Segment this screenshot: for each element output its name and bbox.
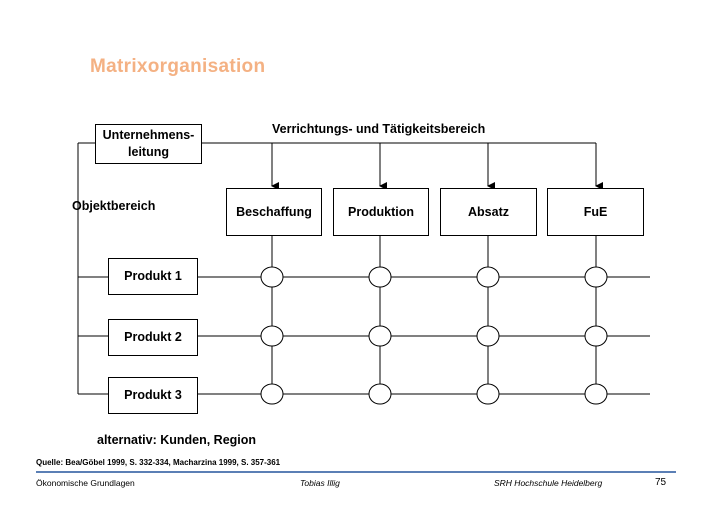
matrix-node-product-2-sales: [476, 325, 500, 347]
footer-school: SRH Hochschule Heidelberg: [494, 478, 603, 488]
function-box-production: Produktion: [333, 188, 429, 236]
product-box-3: Produkt 3: [108, 377, 198, 414]
matrix-node-product-2-procurement: [260, 325, 284, 347]
matrix-node-product-3-rnd: [584, 383, 608, 405]
matrix-node-product-1-rnd: [584, 266, 608, 288]
source-citation: Quelle: Bea/Göbel 1999, S. 332-334, Mach…: [36, 458, 281, 467]
matrix-node-product-2-production: [368, 325, 392, 347]
management-box: Unternehmens- leitung: [95, 124, 202, 164]
function-box-sales: Absatz: [440, 188, 537, 236]
function-box-rnd: FuE: [547, 188, 644, 236]
matrix-node-product-3-production: [368, 383, 392, 405]
function-area-label: Verrichtungs- und Tätigkeitsbereich: [272, 122, 486, 136]
matrix-node-product-2-rnd: [584, 325, 608, 347]
alternative-note: alternativ: Kunden, Region: [97, 433, 257, 447]
matrix-node-product-3-procurement: [260, 383, 284, 405]
matrix-node-product-1-procurement: [260, 266, 284, 288]
product-box-1: Produkt 1: [108, 258, 198, 295]
object-area-label: Objektbereich: [72, 199, 156, 213]
function-box-procurement: Beschaffung: [226, 188, 322, 236]
footer-divider: [36, 471, 676, 473]
matrix-node-product-1-production: [368, 266, 392, 288]
product-box-2: Produkt 2: [108, 319, 198, 356]
matrix-node-product-1-sales: [476, 266, 500, 288]
footer-page-number: 75: [655, 477, 667, 488]
footer-course: Ökonomische Grundlagen: [36, 478, 135, 488]
matrix-node-product-3-sales: [476, 383, 500, 405]
footer-author: Tobias Illig: [300, 478, 340, 488]
page-title: Matrixorganisation: [90, 56, 266, 77]
